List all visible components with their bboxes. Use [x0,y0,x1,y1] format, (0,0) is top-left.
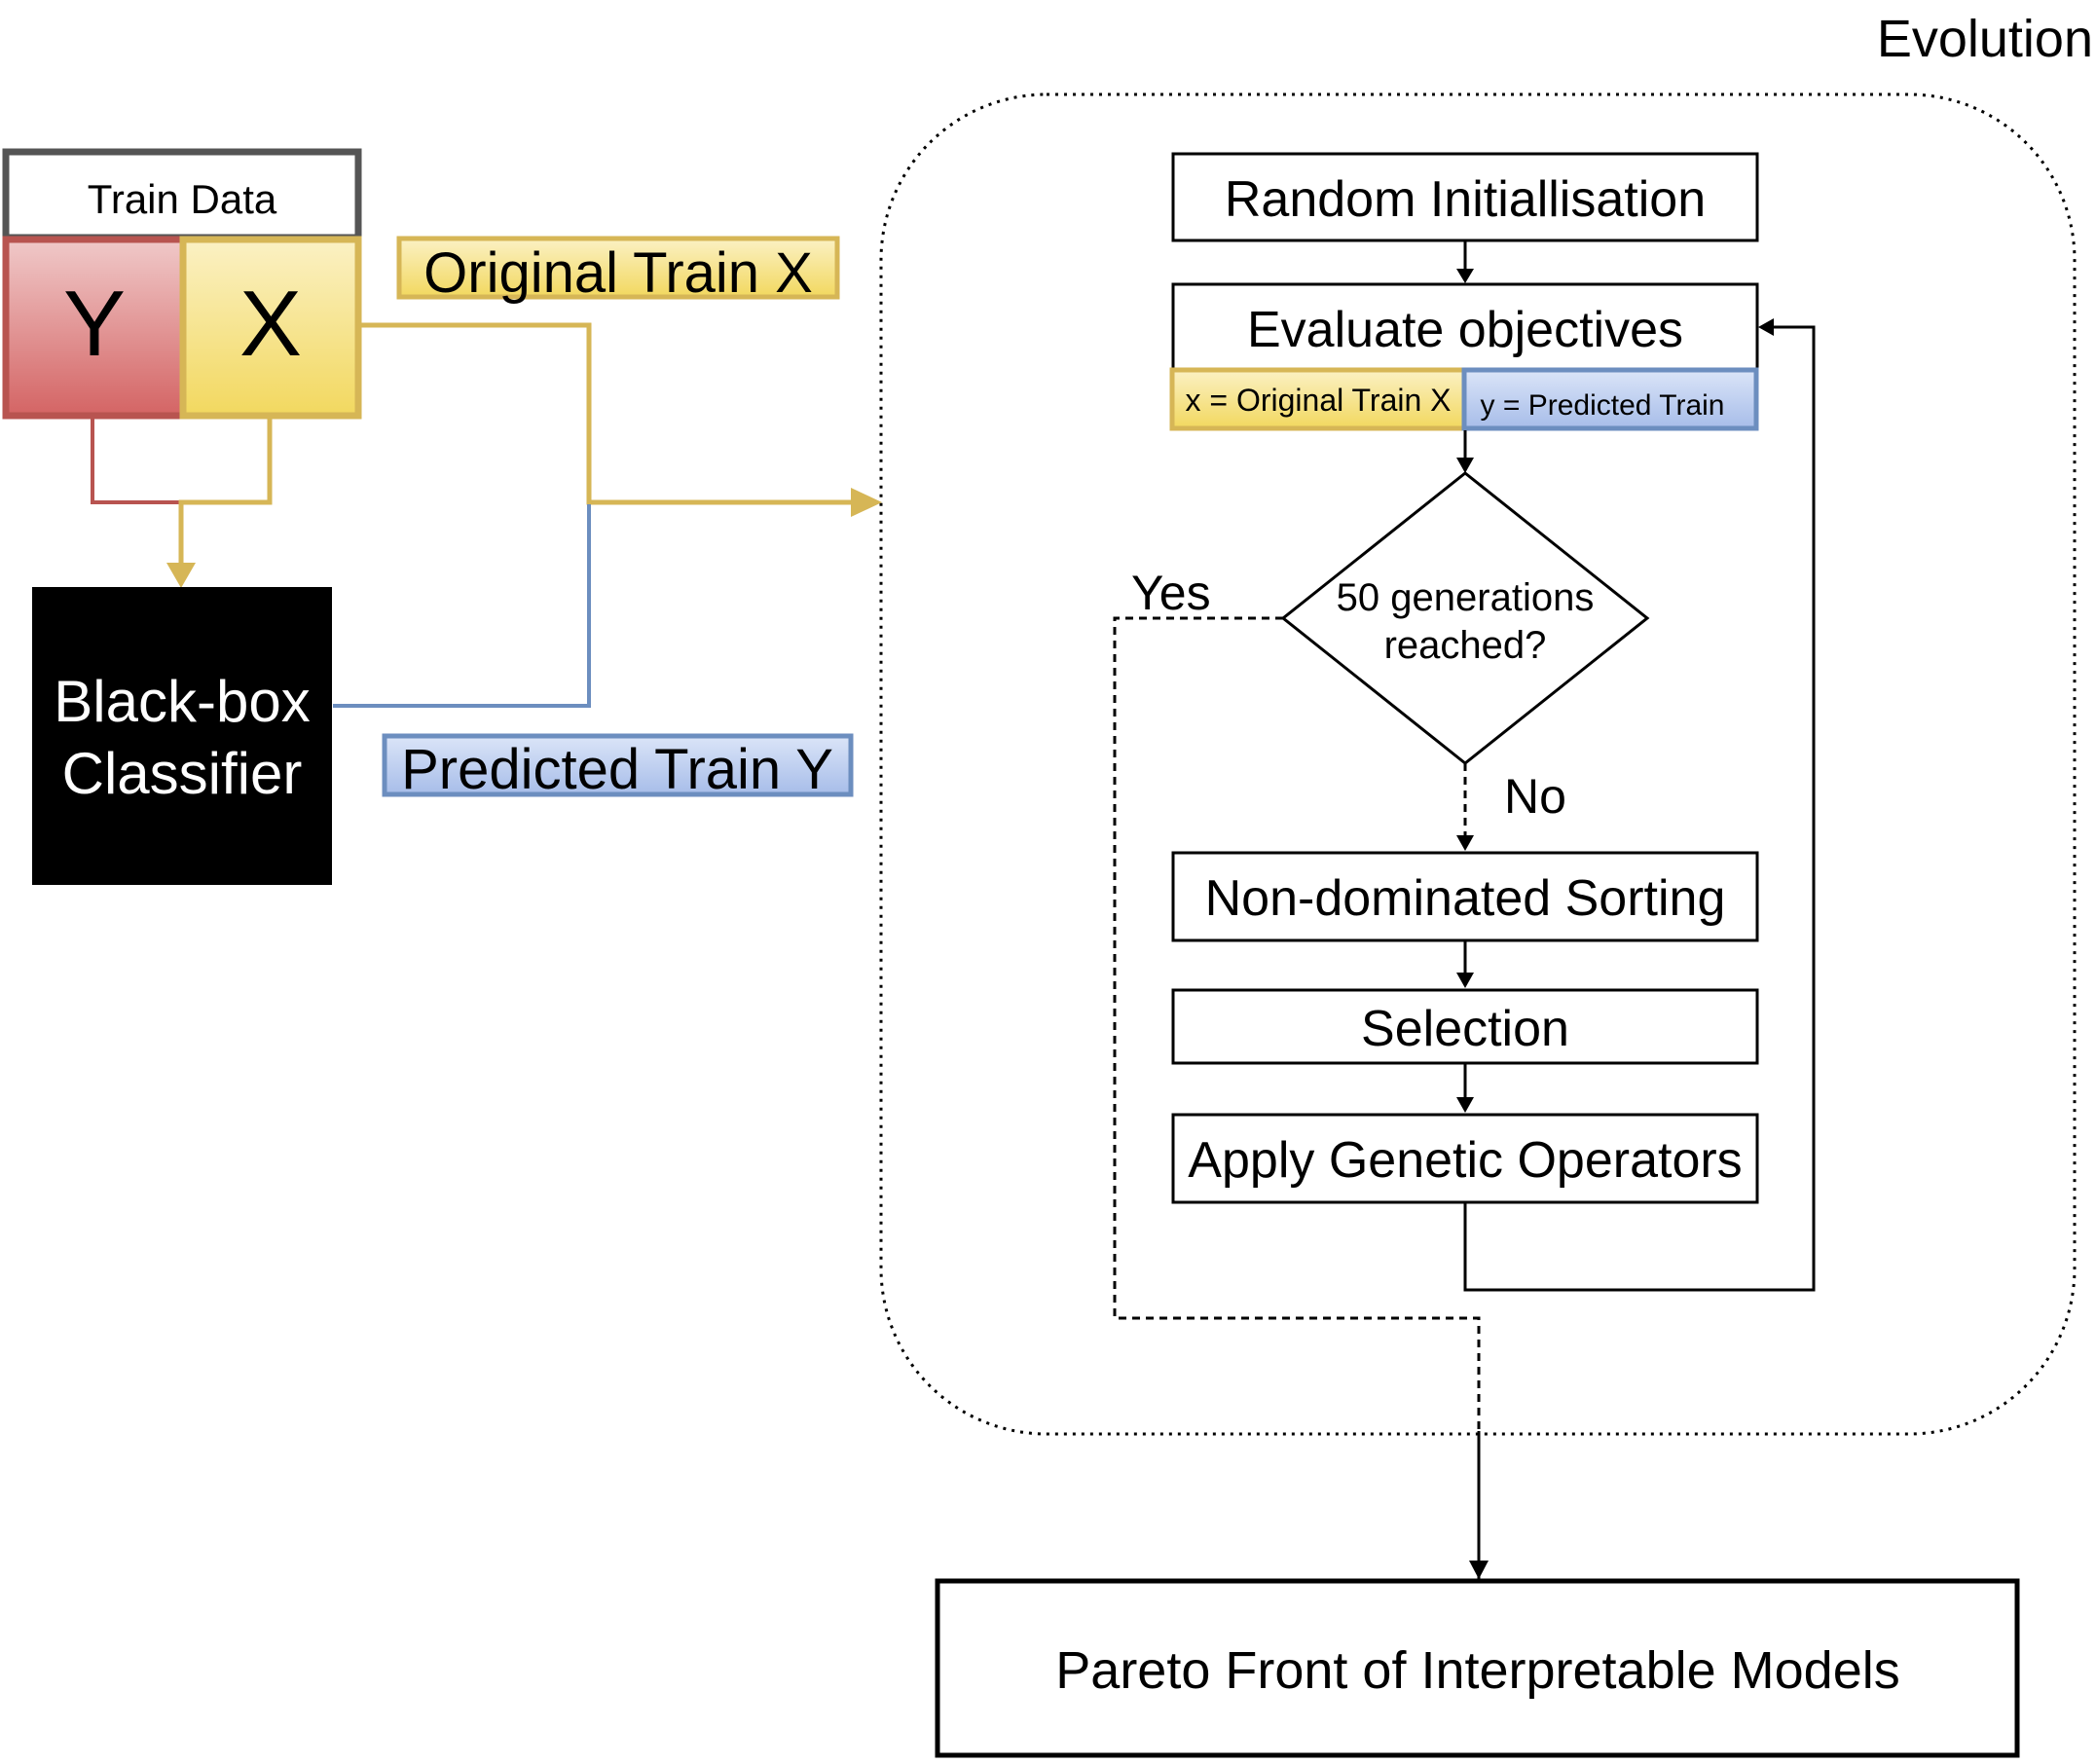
evaluate-to-decision-arrowhead [1456,458,1474,473]
init-to-evaluate-arrowhead [1456,269,1474,283]
no-branch-arrowhead [1456,835,1474,851]
train-data-header [2,148,362,241]
selection-to-genetic-arrowhead [1456,1097,1474,1113]
y-to-classifier-connector [91,419,181,504]
eval-y-label: y = Predicted Train [1481,389,1725,422]
random-init-label: Random Initiallisation [1225,171,1706,228]
evaluate-label: Evaluate objectives [1247,302,1683,358]
eval-x-label: x = Original Train X [1186,383,1452,418]
genetic-label: Apply Genetic Operators [1188,1132,1742,1189]
original-train-x-box [396,236,840,300]
selection-box [1171,988,1759,1065]
original-train-x-label: Original Train X [423,241,813,305]
genetic-box [1171,1113,1759,1204]
classifier-arrowhead [166,563,196,588]
eval-y-box [1461,367,1759,431]
to-pareto-arrowhead [1469,1561,1489,1579]
selection-label: Selection [1361,1001,1569,1057]
predicted-train-y-box [382,733,854,797]
pareto-label: Pareto Front of Interpretable Models [1055,1641,1899,1700]
sorting-label: Non-dominated Sorting [1205,870,1726,927]
train-x-cell [179,236,362,420]
yes-label: Yes [1131,566,1211,620]
x-to-classifier-connector [178,419,273,572]
train-y-label: Y [63,272,126,376]
predicted-y-flow-line [333,504,591,708]
random-init-box [1171,152,1759,242]
black-box-line1: Black-box [54,669,310,734]
train-data-title: Train Data [88,176,277,222]
decision-line1: 50 generations [1337,576,1595,619]
no-label: No [1504,769,1566,824]
loop-back-line [1463,325,1816,1292]
evolution-label: Evolution [1877,10,2093,68]
train-data-block: Train Data Y X [2,148,362,420]
decision-line2: reached? [1384,624,1547,667]
sorting-box [1171,851,1759,942]
black-box-line2: Classifier [62,741,303,806]
loop-back-arrowhead [1758,318,1774,336]
pareto-box [935,1578,2020,1758]
yes-branch-line [1113,616,1481,1582]
evolution-input-arrowhead [851,488,882,517]
sorting-to-selection-arrowhead [1456,973,1474,988]
train-x-label: X [239,272,302,376]
black-box-classifier [32,587,332,885]
x-data-flow-line [360,322,857,505]
predicted-train-y-label: Predicted Train Y [401,738,833,801]
